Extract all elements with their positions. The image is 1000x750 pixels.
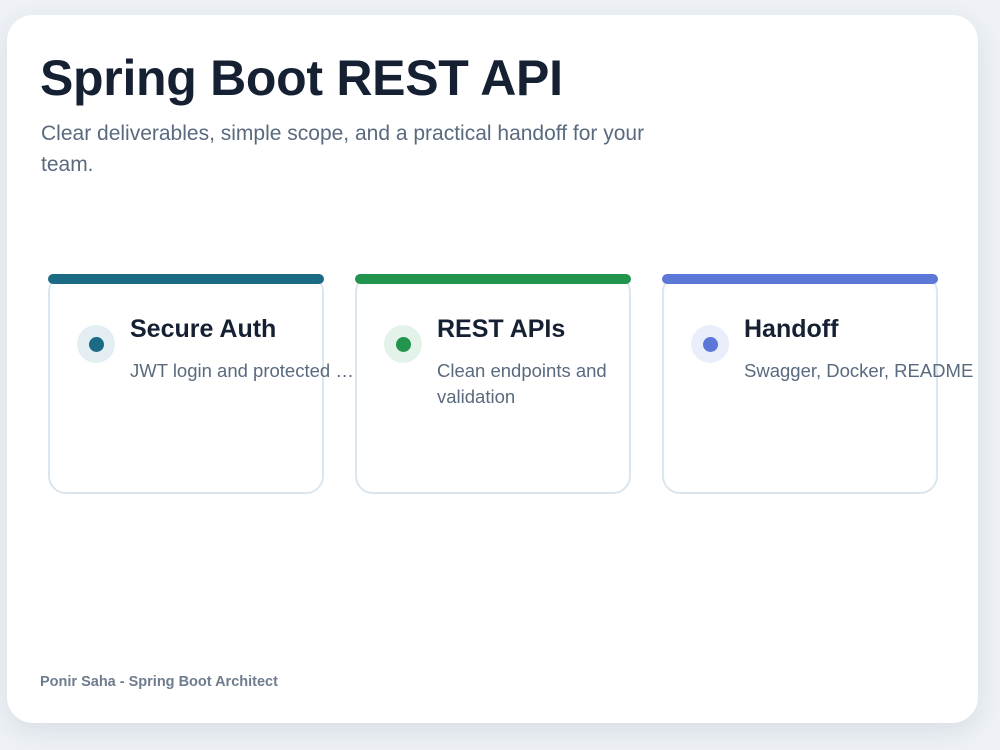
accent-bar: [662, 274, 938, 284]
page-title: Spring Boot REST API: [40, 50, 563, 106]
feature-card-secure-auth: Secure Auth JWT login and protected rout…: [48, 274, 354, 494]
page-subtitle: Clear deliverables, simple scope, and a …: [41, 122, 645, 176]
feature-card-rest-apis: REST APIs Clean endpoints and validation: [355, 274, 631, 494]
card-description: JWT login and protected routes: [130, 360, 354, 381]
dot-icon: [384, 325, 422, 363]
card-description: Clean endpoints and validation: [437, 360, 607, 407]
card-description: Swagger, Docker, README: [744, 360, 974, 381]
footer-credit: Ponir Saha - Spring Boot Architect: [40, 674, 278, 690]
accent-bar: [355, 274, 631, 284]
feature-card-handoff: Handoff Swagger, Docker, README: [662, 274, 973, 494]
card-title: REST APIs: [437, 315, 566, 343]
accent-bar: [48, 274, 324, 284]
main-panel: Spring Boot REST API Clear deliverables,…: [7, 15, 978, 723]
dot-icon: [691, 325, 729, 363]
dot-icon: [77, 325, 115, 363]
card-title: Secure Auth: [130, 315, 277, 343]
card-title: Handoff: [744, 315, 839, 343]
